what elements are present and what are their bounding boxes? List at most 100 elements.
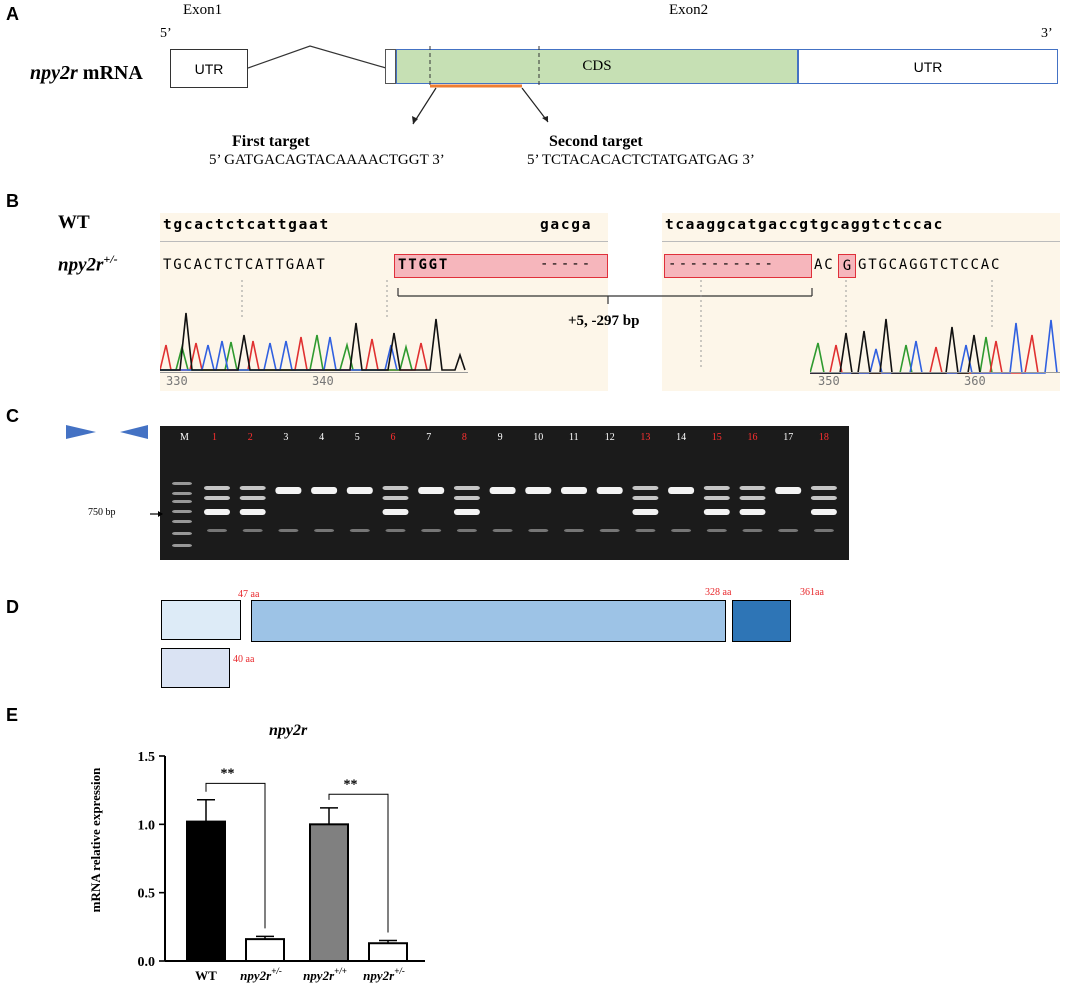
het-band-upper xyxy=(703,486,730,490)
wt-band xyxy=(311,487,338,494)
exon2-5utr-box xyxy=(385,49,396,84)
panel-c-label: C xyxy=(6,406,19,426)
second-target-seq: TCTACACACTCTATGATGAG xyxy=(541,152,739,168)
ruler-350: 350 xyxy=(818,374,840,388)
bar-2 xyxy=(245,938,285,962)
exon1-utr-box: UTR xyxy=(170,49,248,88)
primer-dimer-band xyxy=(813,529,834,532)
mutant-gene: npy2r xyxy=(58,254,104,276)
three-prime-label: 3’ xyxy=(1041,26,1053,41)
het-band-upper xyxy=(382,486,409,490)
size-arrow-icon xyxy=(150,511,163,517)
bar-1 xyxy=(186,820,226,962)
mut-seq-right: GTGCAGGTCTCCAC xyxy=(858,257,1002,273)
wt-band xyxy=(596,487,623,494)
lane-label: 18 xyxy=(818,432,829,443)
ladder-band xyxy=(172,510,192,513)
first-target-seq: GATGACAGTACAAAACTGGT xyxy=(224,152,429,168)
bar-4 xyxy=(368,942,408,963)
primer-dimer-band xyxy=(635,529,656,532)
primer-dimer-band xyxy=(456,529,477,532)
wt-band xyxy=(275,487,302,494)
significance-label: ** xyxy=(221,766,235,781)
chart-title: npy2r xyxy=(269,722,308,739)
lane-label: 17 xyxy=(783,432,794,443)
intron-line xyxy=(248,45,387,69)
wt-band xyxy=(668,487,695,494)
wt-band xyxy=(775,487,802,494)
mrna-word: mRNA xyxy=(77,62,143,84)
lane-label: 13 xyxy=(640,432,651,443)
mut-seq-left: TGCACTCTCATTGAAT xyxy=(163,257,327,273)
het-band-upper xyxy=(810,486,837,490)
panel-a-label: A xyxy=(6,4,19,24)
y-tick-label: 0.0 xyxy=(138,955,156,970)
target-markers xyxy=(412,46,549,125)
label-328aa: 328 aa xyxy=(705,587,732,598)
primer-dimer-band xyxy=(207,529,227,532)
het-band-middle xyxy=(239,496,266,500)
ladder-band xyxy=(172,532,192,535)
x-tick-label: npy2r+/- xyxy=(363,966,405,983)
lane-label: 6 xyxy=(390,432,396,443)
het-band-middle xyxy=(632,496,659,500)
cds-box: CDS xyxy=(396,49,798,84)
gene-mrna-label: npy2r mRNA xyxy=(30,62,143,85)
wt-band xyxy=(561,487,587,494)
significance-bracket xyxy=(328,793,389,933)
het-band-middle xyxy=(703,496,730,500)
indel-label: +5, -297 bp xyxy=(568,313,640,329)
lane-label: 12 xyxy=(604,432,615,443)
chromatogram-right-bg xyxy=(662,213,1060,391)
ruler-left-line xyxy=(160,372,468,373)
het-band-upper xyxy=(239,486,266,490)
lane-label: 7 xyxy=(426,432,432,443)
wt-divider-left xyxy=(160,241,608,242)
ruler-right-line xyxy=(810,372,1060,373)
label-40aa: 40 aa xyxy=(233,654,255,665)
primer-dimer-band xyxy=(314,529,335,532)
het-band-upper xyxy=(204,486,230,490)
primer-dimer-band xyxy=(671,529,692,532)
primer-dimer-band xyxy=(421,529,442,532)
panel-d-label: D xyxy=(6,597,19,617)
primer-dimer-band xyxy=(599,529,620,532)
wt-seq-gap: gacga xyxy=(540,217,593,233)
panel-b-label: B xyxy=(6,191,19,211)
x-tick-label: WT xyxy=(195,968,217,983)
wt-label: WT xyxy=(58,212,90,233)
primer-dimer-band xyxy=(706,529,727,532)
panel-e-label: E xyxy=(6,705,19,725)
x-tick-label: npy2r+/- xyxy=(240,966,282,983)
het-band-lower xyxy=(453,509,480,515)
het-band-middle xyxy=(739,496,766,500)
ruler-340: 340 xyxy=(312,374,334,388)
het-band-upper xyxy=(739,486,766,490)
ruler-360: 360 xyxy=(964,374,986,388)
protein-segment-1 xyxy=(161,600,241,640)
label-47aa: 47 aa xyxy=(238,589,260,600)
primer-dimer-band xyxy=(564,529,584,532)
truncated-protein xyxy=(161,648,230,688)
het-band-middle xyxy=(453,496,480,500)
y-tick-label: 0.5 xyxy=(138,887,156,902)
lane-label: 3 xyxy=(283,432,289,443)
mut-insert: TTGGT xyxy=(398,257,450,273)
ladder-band xyxy=(172,500,192,503)
first-target-label: First target xyxy=(232,133,310,150)
lane-label: 4 xyxy=(319,432,325,443)
ladder-band xyxy=(172,492,192,495)
wt-band xyxy=(418,487,445,494)
het-band-middle xyxy=(204,496,230,500)
het-band-upper xyxy=(632,486,659,490)
second-target-label: Second target xyxy=(549,133,643,150)
lane-label: 11 xyxy=(569,432,579,443)
bar-3 xyxy=(309,823,349,963)
lane-label: 9 xyxy=(497,432,503,443)
ruler-330: 330 xyxy=(166,374,188,388)
primer-dimer-band xyxy=(492,529,513,532)
primer-dimer-band xyxy=(278,529,299,532)
het-band-lower xyxy=(810,509,837,515)
x-tick-label: npy2r+/+ xyxy=(303,966,347,983)
wt-band xyxy=(346,487,373,494)
